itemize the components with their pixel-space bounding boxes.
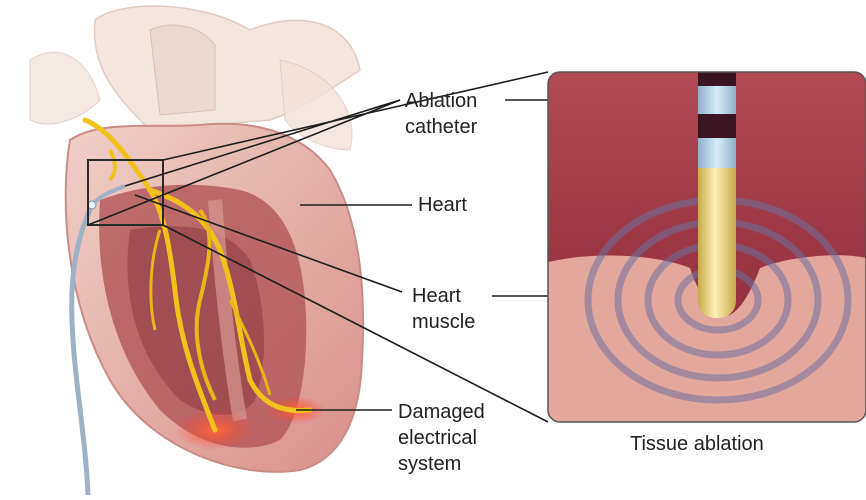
label-ablation-catheter: Ablation catheter <box>405 88 477 140</box>
label-heart-muscle: Heart muscle <box>412 283 475 335</box>
label-heart-muscle-line1: Heart <box>412 283 475 309</box>
label-heart-muscle-line2: muscle <box>412 309 475 335</box>
tissue-ablation-inset <box>548 72 866 422</box>
label-heart: Heart <box>418 192 467 218</box>
label-damaged-line2: electrical <box>398 425 485 451</box>
label-damaged-electrical-system: Damaged electrical system <box>398 399 485 477</box>
label-damaged-line1: Damaged <box>398 399 485 425</box>
label-ablation-catheter-line2: catheter <box>405 114 477 140</box>
heart-illustration <box>30 6 363 495</box>
label-damaged-line3: system <box>398 451 485 477</box>
caption-tissue-ablation: Tissue ablation <box>630 433 764 456</box>
label-ablation-catheter-line1: Ablation <box>405 88 477 114</box>
